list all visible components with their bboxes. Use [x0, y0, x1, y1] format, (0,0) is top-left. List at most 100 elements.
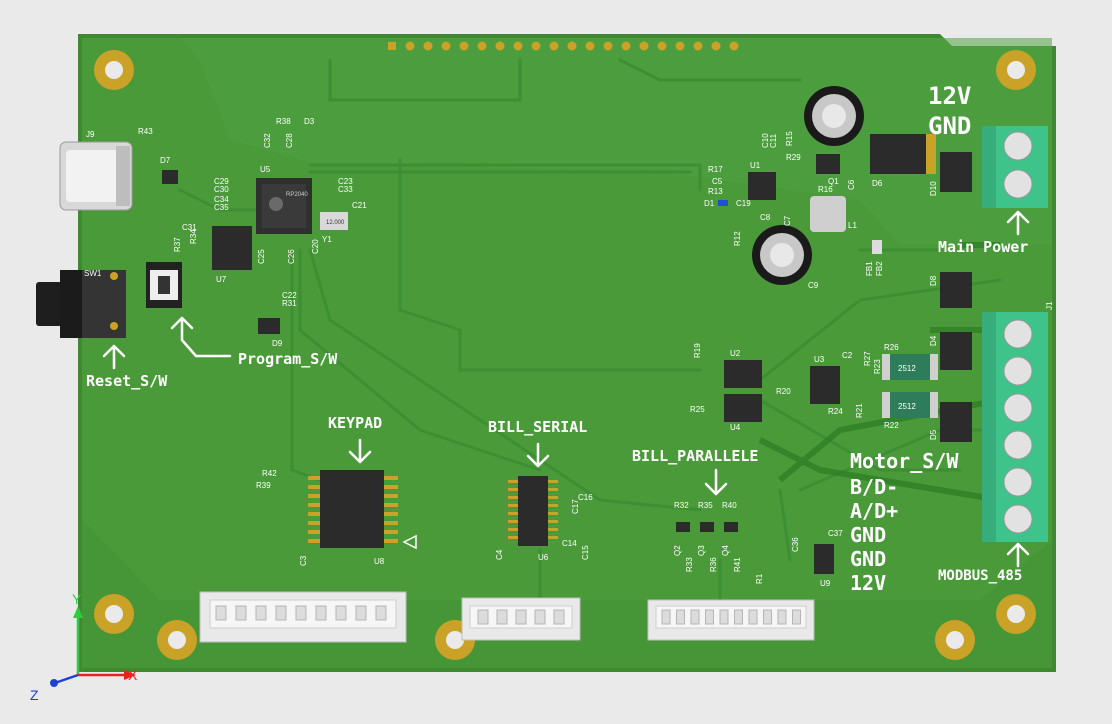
reset-switch [36, 270, 126, 338]
label-reset-sw: Reset_S/W [86, 372, 168, 390]
diode-d7 [162, 170, 178, 184]
refdes-u2: U2 [730, 349, 741, 358]
label-gnd-1: GND [850, 523, 886, 547]
label-12v: 12V [928, 82, 971, 110]
refdes-r43: R43 [138, 127, 153, 136]
refdes-r36: R36 [709, 557, 718, 572]
refdes-d3: D3 [304, 117, 315, 126]
ic-pin [508, 480, 518, 483]
refdes-fb2: FB2 [875, 261, 884, 276]
ic-pin [548, 488, 558, 491]
diode-d10 [940, 152, 972, 192]
mounting-hole-bottom-left-a [94, 594, 134, 634]
header-pin [531, 41, 541, 51]
led-d1 [718, 200, 728, 206]
ic-pin [548, 504, 558, 507]
refdes-y1: Y1 [322, 235, 332, 244]
header-pin [477, 41, 487, 51]
crystal-y1: 12.000 [320, 212, 348, 230]
refdes-r35: R35 [698, 501, 713, 510]
ic-pin [508, 520, 518, 523]
axis-y-label: Y [72, 591, 82, 607]
mounting-hole-bottom-left-b [157, 620, 197, 660]
mounting-hole-bottom-right-a [935, 620, 975, 660]
pin1-marker-icon [402, 534, 417, 550]
refdes-r41: R41 [733, 557, 742, 572]
refdes-j1: J1 [1045, 301, 1054, 310]
refdes-r29: R29 [786, 153, 801, 162]
refdes-r34: R34 [189, 229, 198, 244]
connector-pin [275, 605, 287, 621]
electrolytic-capacitor-c9 [752, 225, 812, 285]
label-program-sw: Program_S/W [238, 350, 338, 368]
refdes-l1: L1 [848, 221, 857, 230]
refdes-r40: R40 [722, 501, 737, 510]
refdes-c16: C16 [578, 493, 593, 502]
refdes-r32: R32 [674, 501, 689, 510]
silkscreen-arrows [102, 210, 1030, 568]
ic-pin [508, 488, 518, 491]
connector-pin [553, 609, 565, 625]
refdes-r22: R22 [884, 421, 899, 430]
program-switch [146, 262, 182, 308]
connector-pin [777, 609, 787, 625]
connector-pin [295, 605, 307, 621]
connector-pin [734, 609, 743, 625]
header-pin [549, 41, 559, 51]
label-bill-serial: BILL_SERIAL [488, 418, 587, 436]
refdes-c2: C2 [842, 351, 853, 360]
refdes-d5: D5 [929, 429, 938, 440]
refdes-c9: C9 [808, 281, 819, 290]
keypad-ic-u8 [320, 470, 384, 548]
r22-marking: 2512 [898, 402, 916, 411]
refdes-c15: C15 [581, 545, 590, 560]
refdes-c19: C19 [736, 199, 751, 208]
connector-pin [496, 609, 508, 625]
axis-z-label: Z [30, 687, 39, 703]
serial-ic-u6-pins [508, 480, 558, 539]
header-pin [585, 41, 595, 51]
refdes-u3: U3 [814, 355, 825, 364]
label-12v-out: 12V [850, 571, 886, 595]
refdes-d8: D8 [929, 275, 938, 286]
ic-pin [508, 496, 518, 499]
refdes-r26: R26 [884, 343, 899, 352]
regulator-u1 [748, 172, 776, 200]
mcu-rp2040: RP2040 [256, 178, 312, 234]
ic-pin [308, 539, 322, 543]
connector-pin [534, 609, 546, 625]
refdes-u6: U6 [538, 553, 549, 562]
serial-ic-u6 [518, 476, 548, 546]
refdes-c25: C25 [257, 249, 266, 264]
refdes-r31: R31 [282, 299, 297, 308]
mounting-hole-top-left [94, 50, 134, 90]
refdes-r39: R39 [256, 481, 271, 490]
refdes-r17: R17 [708, 165, 723, 174]
refdes-c4: C4 [495, 549, 504, 560]
diode-d8 [940, 272, 972, 308]
connector-pin [235, 605, 247, 621]
refdes-c22: C22 [282, 291, 297, 300]
ic-pin [548, 528, 558, 531]
top-header-pin-row [388, 41, 739, 51]
header-pin [567, 41, 577, 51]
header-pin [729, 41, 739, 51]
header-pin [711, 41, 721, 51]
ic-pin [384, 521, 398, 525]
header-pin [603, 41, 613, 51]
header-pin [639, 41, 649, 51]
refdes-sw1: SW1 [84, 269, 102, 278]
connector-pin [515, 609, 527, 625]
header-pin [459, 41, 469, 51]
modbus-terminal-block-j1 [982, 312, 1048, 542]
refdes-u4: U4 [730, 423, 741, 432]
optocoupler-u2 [724, 360, 762, 388]
refdes-r23: R23 [873, 359, 882, 374]
refdes-u8: U8 [374, 557, 385, 566]
header-pin [693, 41, 703, 51]
refdes-r13: R13 [708, 187, 723, 196]
label-motor-sw: Motor_S/W [850, 449, 959, 473]
connector-pin [315, 605, 327, 621]
ic-pin [508, 512, 518, 515]
